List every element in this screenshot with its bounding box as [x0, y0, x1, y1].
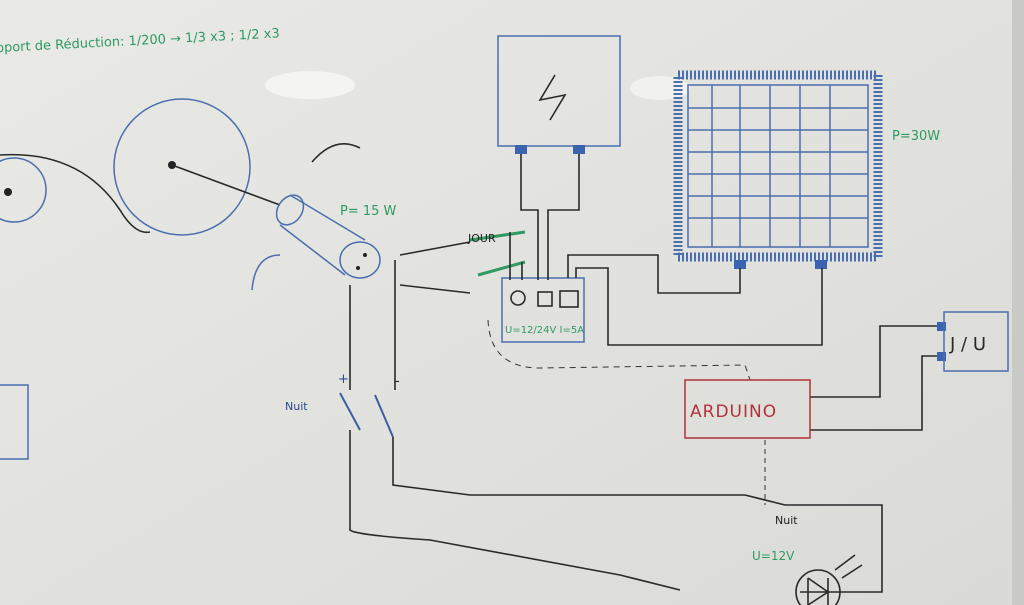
minus-sign: - — [395, 374, 400, 389]
solar-panel — [673, 70, 883, 269]
relay-label: Nuit — [775, 514, 798, 527]
led-lamp — [795, 554, 863, 605]
pulley-system — [0, 98, 381, 291]
day-night-sensor-box — [943, 311, 1009, 372]
plus-sign: + — [338, 372, 349, 387]
arduino-box — [684, 379, 811, 439]
motor-power-label: P= 15 W — [340, 204, 397, 219]
arduino-label: ARDUINO — [690, 402, 777, 422]
controller-rating-label: U=12/24V I=5A — [505, 325, 584, 336]
partial-box — [0, 384, 29, 460]
lamp-voltage-label: U=12V — [752, 549, 795, 563]
wiring — [339, 154, 946, 593]
night-switch-label: Nuit — [285, 400, 308, 413]
battery — [497, 35, 621, 154]
day-switch-label: JOUR — [467, 232, 496, 245]
charge-controller — [501, 277, 585, 343]
panel-power-label: P=30W — [892, 129, 940, 144]
day-night-sensor-label: J / U — [949, 334, 986, 355]
